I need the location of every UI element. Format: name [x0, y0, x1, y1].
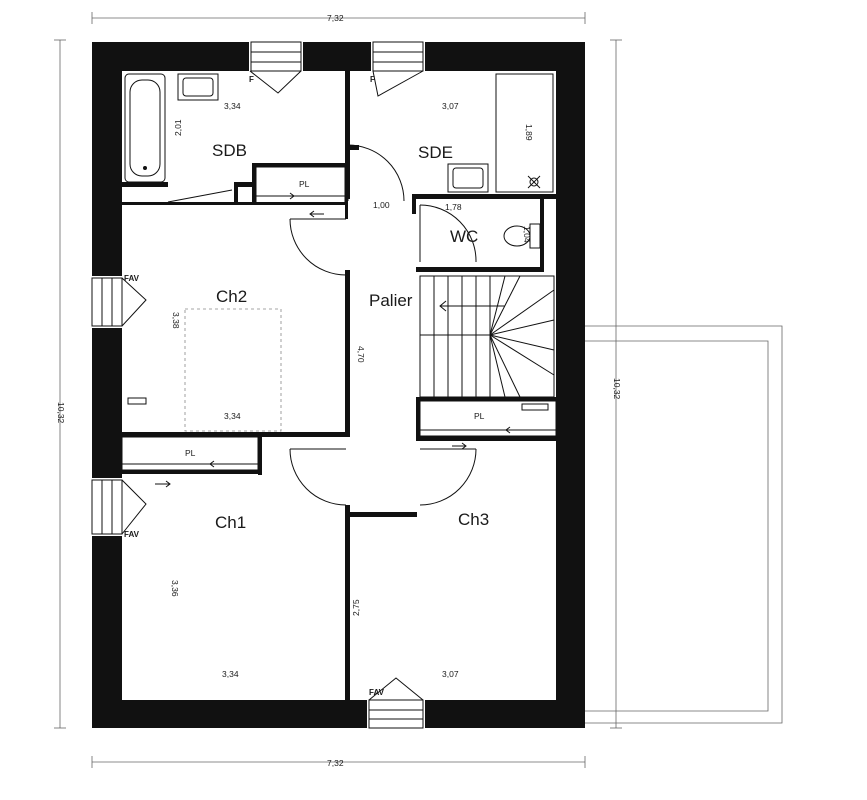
dim-ch3-width: 3,07	[442, 669, 459, 679]
dim-ch3-height: 2,75	[351, 599, 361, 616]
dim-ch2-height: 3,38	[171, 312, 181, 329]
window-label-ch3: FAV	[369, 688, 385, 697]
dim-ch1-height: 3,36	[170, 580, 180, 597]
fixtures	[124, 73, 554, 432]
dim-width-bottom: 7,32	[327, 758, 344, 768]
closet-label-ch3: PL	[474, 411, 485, 421]
dim-sde-height: 1,89	[524, 124, 534, 141]
dim-height-right: 10,32	[612, 378, 622, 400]
labels: SDB SDE WC Ch2 Palier Ch1 Ch3 7,32 7,32 …	[56, 13, 622, 768]
window-label-sde: F	[370, 75, 375, 84]
dimension-lines	[54, 12, 622, 768]
dim-wc-height: 1,04	[522, 226, 532, 243]
staircase	[419, 275, 555, 398]
dim-width-top: 7,32	[327, 13, 344, 23]
terrace-outline	[585, 325, 783, 724]
room-label-sdb: SDB	[212, 141, 247, 160]
room-label-ch1: Ch1	[215, 513, 246, 532]
dim-height-left: 10,32	[56, 402, 66, 424]
dim-ch2-width: 3,34	[224, 411, 241, 421]
closets	[121, 166, 557, 488]
dim-wc-width: 1,78	[445, 202, 462, 212]
closet-label-sdb: PL	[299, 179, 310, 189]
interior-walls	[120, 71, 556, 700]
doors	[167, 144, 477, 506]
closet-label-ch1: PL	[185, 448, 196, 458]
dim-ch1-width: 3,34	[222, 669, 239, 679]
dim-sde-width: 3,07	[442, 101, 459, 111]
window-openings	[90, 40, 425, 730]
room-label-ch3: Ch3	[458, 510, 489, 529]
window-label-ch2: FAV	[124, 274, 140, 283]
room-label-palier: Palier	[369, 291, 413, 310]
dim-sdb-height: 2,01	[173, 119, 183, 136]
room-label-ch2: Ch2	[216, 287, 247, 306]
exterior-walls	[92, 42, 585, 728]
room-label-sde: SDE	[418, 143, 453, 162]
dim-palier-height: 4,70	[356, 346, 366, 363]
window-label-ch1: FAV	[124, 530, 140, 539]
room-label-wc: WC	[450, 227, 478, 246]
dim-passage-width: 1,00	[373, 200, 390, 210]
dim-sdb-width: 3,34	[224, 101, 241, 111]
window-label-sdb: F	[249, 75, 254, 84]
